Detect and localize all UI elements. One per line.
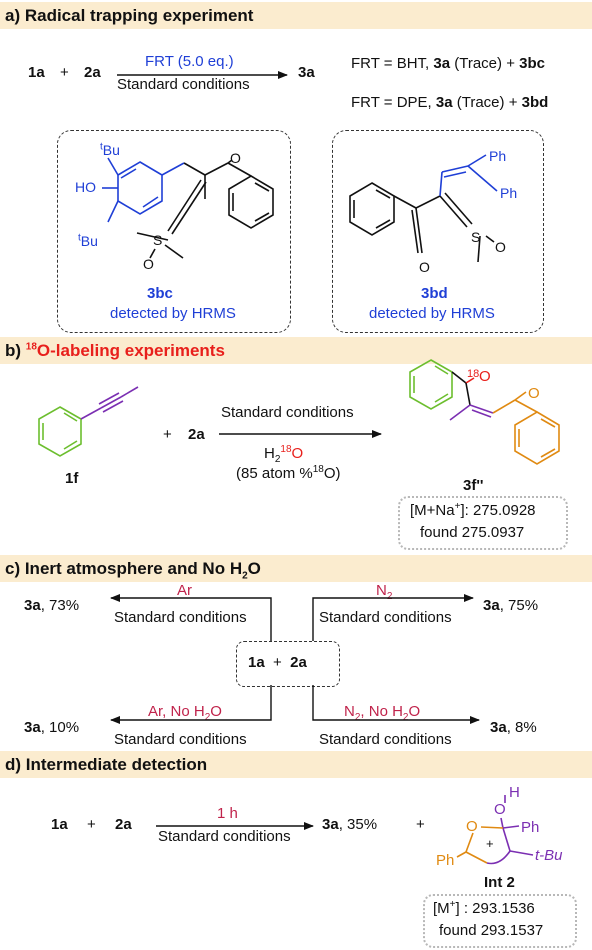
product-3a: 3a	[298, 64, 315, 81]
tbu-top-label: tBu	[100, 141, 120, 158]
atom-o-top: O	[494, 801, 506, 818]
bl-result: 3a, 10%	[24, 719, 80, 736]
structure-3bd	[349, 154, 498, 263]
arrow-time: 1 h	[217, 805, 238, 822]
reactant-2a-d: 2a	[115, 816, 132, 833]
cond-n2: N2	[376, 582, 393, 602]
int2-label: Int 2	[484, 874, 515, 891]
result-bht: FRT = BHT, 3a (Trace) + 3bc	[351, 55, 545, 72]
plus-sign-d: +	[87, 816, 96, 833]
sulfur-label-3bc: S	[153, 232, 163, 248]
arrow-conditions: Standard conditions	[117, 76, 250, 93]
hrms-box-d	[423, 894, 577, 948]
br-std: Standard conditions	[319, 731, 452, 748]
section-d-header: d) Intermediate detection	[0, 751, 592, 778]
ho-label: HO	[75, 179, 96, 195]
section-d-title: d) Intermediate detection	[5, 755, 208, 774]
cond-ar: Ar	[177, 582, 192, 599]
box-3bd	[332, 130, 544, 333]
result-dpe: FRT = DPE, 3a (Trace) + 3bd	[351, 94, 549, 111]
tl-result: 3a, 73%	[24, 597, 80, 614]
tbu-bottom-label: tBu	[78, 232, 98, 249]
structure-3bc	[102, 157, 274, 259]
sulfoxide-o-3bd: O	[495, 239, 506, 255]
reactant-1a-d: 1a	[51, 816, 68, 833]
tr-result: 3a, 75%	[483, 597, 539, 614]
structure-int2	[456, 795, 534, 865]
box-3bc	[57, 130, 291, 333]
section-c-header: c) Inert atmosphere and No H2O	[0, 555, 592, 582]
hrms-b-line2: found 275.0937	[420, 524, 525, 541]
tl-std: Standard conditions	[114, 609, 247, 626]
atom-tbu: t-Bu	[535, 847, 563, 864]
ph1-label: Ph	[489, 148, 507, 164]
arrows-c	[110, 594, 480, 724]
bl-std: Standard conditions	[114, 731, 247, 748]
product-3f: 3f''	[463, 477, 484, 494]
section-a-title: a) Radical trapping experiment	[5, 6, 254, 25]
plus-sign-b: +	[163, 426, 172, 443]
section-b-title: b) 18O-labeling experiments	[5, 341, 225, 360]
hrms-d-line1: [M+] : 293.1536	[433, 899, 535, 918]
sulfoxide-o-3bc: O	[143, 256, 154, 272]
center-reactants: 1a + 2a	[248, 654, 307, 671]
arrow-conditions-b: Standard conditions	[221, 404, 354, 421]
br-result: 3a, 8%	[490, 719, 537, 736]
atom-plus: +	[486, 836, 494, 851]
tr-std: Standard conditions	[319, 609, 452, 626]
structure-3f	[409, 359, 560, 465]
atom-ph-right: Ph	[521, 819, 540, 836]
ketone-o-3bc: O	[230, 150, 241, 166]
reactant-2a-b: 2a	[188, 426, 205, 443]
section-c-title: c) Inert atmosphere and No H2O	[5, 559, 261, 582]
label-18: 18	[467, 368, 480, 380]
atom-o-ring: O	[466, 818, 478, 835]
reagent-h2o18: H218O	[264, 444, 304, 465]
section-b-header: b) 18O-labeling experiments	[0, 337, 592, 364]
compound-3bd-note: detected by HRMS	[369, 305, 495, 322]
plus-sign-d2: +	[416, 816, 425, 833]
atom-h: H	[509, 784, 520, 801]
cond-ar-noh2o: Ar, No H2O	[148, 703, 222, 723]
ketone-o-3bd: O	[419, 259, 430, 275]
center-box	[236, 641, 340, 687]
arrow-conditions-d: Standard conditions	[158, 828, 291, 845]
section-a-header: a) Radical trapping experiment	[0, 2, 592, 29]
arrow-reagent-frt: FRT (5.0 eq.)	[145, 53, 234, 70]
cond-n2-noh2o: N2, No H2O	[344, 703, 421, 723]
compound-3bc-label: 3bc	[147, 285, 173, 302]
reactant-1f: 1f	[65, 470, 79, 487]
ph2-label: Ph	[500, 185, 518, 201]
reactant-2a: 2a	[84, 64, 101, 81]
compound-3bc-note: detected by HRMS	[110, 305, 236, 322]
atom-ph-left: Ph	[436, 852, 455, 869]
result-d: 3a, 35%	[322, 816, 378, 833]
label-o18: O	[479, 368, 491, 385]
hrms-b-line1: [M+Na+]: 275.0928	[410, 501, 536, 520]
hrms-d-line2: found 293.1537	[439, 922, 544, 939]
plus-sign: +	[60, 64, 69, 81]
reagent-note: (85 atom %18O)	[236, 464, 341, 483]
reactant-1a: 1a	[28, 64, 45, 81]
label-o-orange: O	[528, 385, 540, 402]
sulfur-label-3bd: S	[471, 229, 481, 245]
compound-3bd-label: 3bd	[421, 285, 448, 302]
structure-1f	[38, 386, 139, 457]
hrms-box-b	[398, 496, 568, 550]
